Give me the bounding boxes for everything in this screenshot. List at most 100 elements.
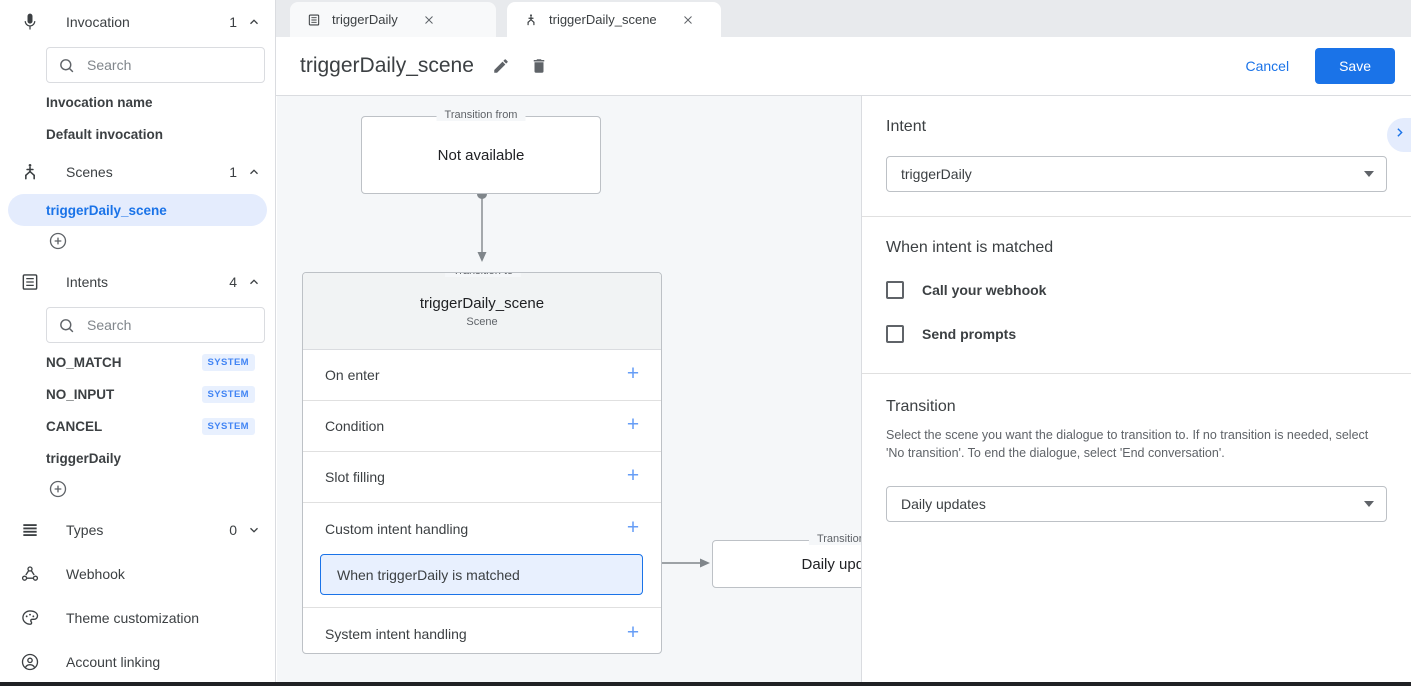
cancel-button[interactable]: Cancel (1231, 50, 1303, 82)
status-badge: SYSTEM (201, 385, 255, 403)
sidebar-item-label: CANCEL (46, 418, 103, 434)
sidebar-item-trigger-daily[interactable]: triggerDaily (8, 442, 267, 474)
scene-header: triggerDaily_scene Cancel Save (276, 37, 1411, 96)
scene-row-system-intent-handling[interactable]: System intent handling + (303, 608, 661, 653)
intent-select[interactable]: triggerDaily (886, 156, 1387, 192)
scene-node-card[interactable]: Transition to triggerDaily_scene Scene O… (302, 272, 662, 654)
chevron-down-icon (247, 523, 261, 537)
scene-row-slot-filling[interactable]: Slot filling + (303, 452, 661, 503)
plus-icon[interactable]: + (626, 413, 640, 436)
add-intent-button[interactable] (0, 474, 275, 508)
plus-icon[interactable]: + (626, 362, 640, 385)
close-icon[interactable] (679, 11, 697, 29)
sidebar-item-no-match[interactable]: NO_MATCH SYSTEM (8, 346, 267, 378)
chevron-up-icon (247, 275, 261, 289)
sidebar-item-trigger-daily-scene[interactable]: triggerDaily_scene (8, 194, 267, 226)
sidebar-item-label: Account linking (66, 654, 161, 670)
checkbox-call-your-webhook[interactable]: Call your webhook (886, 281, 1387, 299)
scene-row-custom-intent-handling[interactable]: Custom intent handling + When triggerDai… (303, 503, 661, 608)
pencil-icon[interactable] (490, 55, 512, 77)
transition-target-node[interactable]: Transition to Daily updates (712, 533, 861, 588)
scene-card-header: triggerDaily_scene Scene (303, 273, 661, 350)
plus-icon[interactable]: + (626, 620, 640, 644)
sidebar-section-scenes-count: 1 (229, 164, 237, 180)
sidebar-item-label: triggerDaily (46, 450, 122, 466)
sidebar-section-invocation-count: 1 (229, 14, 237, 30)
plus-icon[interactable]: + (626, 515, 640, 539)
transition-select[interactable]: Daily updates (886, 486, 1387, 522)
scene-row-label: System intent handling (325, 625, 467, 642)
sidebar-section-types[interactable]: Types 0 (0, 508, 275, 552)
scenes-icon (18, 160, 42, 184)
trash-icon[interactable] (528, 55, 550, 77)
invocation-search-input[interactable]: Search (46, 47, 265, 83)
intent-icon (306, 12, 322, 28)
transition-section: Transition Select the scene you want the… (862, 374, 1411, 546)
intent-handler-chip[interactable]: When triggerDaily is matched (320, 554, 643, 595)
transition-from-legend: Transition from (436, 109, 526, 121)
scene-row-on-enter[interactable]: On enter + (303, 350, 661, 401)
sidebar-item-cancel[interactable]: CANCEL SYSTEM (8, 410, 267, 442)
sidebar-section-intents[interactable]: Intents 4 (0, 260, 275, 304)
sidebar-item-label: Default invocation (46, 126, 164, 142)
intent-section: Intent triggerDaily (862, 96, 1411, 217)
sidebar-section-invocation-label: Invocation (66, 14, 130, 30)
add-scene-button[interactable] (0, 226, 275, 260)
caret-down-icon (1364, 501, 1374, 507)
intents-search-input[interactable]: Search (46, 307, 265, 343)
intent-heading: Intent (886, 118, 927, 135)
sidebar-item-theme-customization[interactable]: Theme customization (0, 596, 275, 640)
panel-collapse-button[interactable] (1387, 118, 1411, 152)
sidebar-item-default-invocation[interactable]: Default invocation (8, 118, 267, 150)
sidebar-item-label: NO_MATCH (46, 354, 122, 370)
checkbox-box[interactable] (886, 281, 904, 299)
chevron-up-icon (247, 15, 261, 29)
scene-icon (523, 12, 539, 28)
when-intent-matched-section: When intent is matched Call your webhook… (862, 217, 1411, 374)
invocation-search-placeholder: Search (87, 57, 132, 73)
intents-search-placeholder: Search (87, 317, 132, 333)
plus-circle-icon (48, 479, 68, 504)
intent-select-value: triggerDaily (901, 166, 972, 182)
caret-down-icon (1364, 171, 1374, 177)
sidebar-section-scenes[interactable]: Scenes 1 (0, 150, 275, 194)
transition-heading: Transition (886, 398, 956, 415)
sidebar-section-types-label: Types (66, 522, 104, 538)
sidebar-section-invocation[interactable]: Invocation 1 (0, 0, 275, 44)
checkbox-send-prompts[interactable]: Send prompts (886, 325, 1387, 343)
scene-graph-canvas[interactable]: Transition from Not available Transition… (277, 96, 861, 682)
plus-icon[interactable]: + (626, 464, 640, 487)
transition-description: Select the scene you want the dialogue t… (886, 428, 1369, 460)
sidebar-item-account-linking[interactable]: Account linking (0, 640, 275, 682)
properties-panel: Intent triggerDaily When intent is match… (861, 96, 1411, 682)
search-icon (57, 316, 75, 334)
sidebar-section-intents-count: 4 (229, 274, 237, 290)
sidebar-item-label: NO_INPUT (46, 386, 115, 402)
sidebar-item-webhook[interactable]: Webhook (0, 552, 275, 596)
chevron-up-icon (247, 165, 261, 179)
transition-from-node[interactable]: Transition from Not available (361, 109, 601, 194)
scene-row-custom-top: Custom intent handling + (303, 503, 661, 554)
tab-trigger-daily-scene[interactable]: triggerDaily_scene (507, 2, 721, 37)
sidebar-item-invocation-name[interactable]: Invocation name (8, 86, 267, 118)
transition-to-legend: Transition to (444, 273, 522, 277)
save-button[interactable]: Save (1315, 48, 1395, 84)
sidebar-item-label: triggerDaily_scene (46, 202, 167, 218)
scene-row-label: Slot filling (325, 469, 385, 485)
microphone-icon (18, 10, 42, 34)
tab-trigger-daily[interactable]: triggerDaily (290, 2, 496, 37)
intents-icon (18, 270, 42, 294)
sidebar-section-intents-label: Intents (66, 274, 109, 290)
close-icon[interactable] (420, 11, 438, 29)
scene-row-condition[interactable]: Condition + (303, 401, 661, 452)
account-circle-icon (18, 650, 42, 674)
status-badge: SYSTEM (201, 353, 255, 371)
plus-circle-icon (48, 231, 68, 256)
checkbox-label: Call your webhook (922, 282, 1047, 298)
scene-row-label: Custom intent handling (325, 520, 469, 537)
checkbox-box[interactable] (886, 325, 904, 343)
sidebar-item-no-input[interactable]: NO_INPUT SYSTEM (8, 378, 267, 410)
transition-select-value: Daily updates (901, 496, 986, 512)
scene-row-label: Condition (325, 418, 385, 434)
transition-target-value: Daily updates (801, 555, 861, 573)
